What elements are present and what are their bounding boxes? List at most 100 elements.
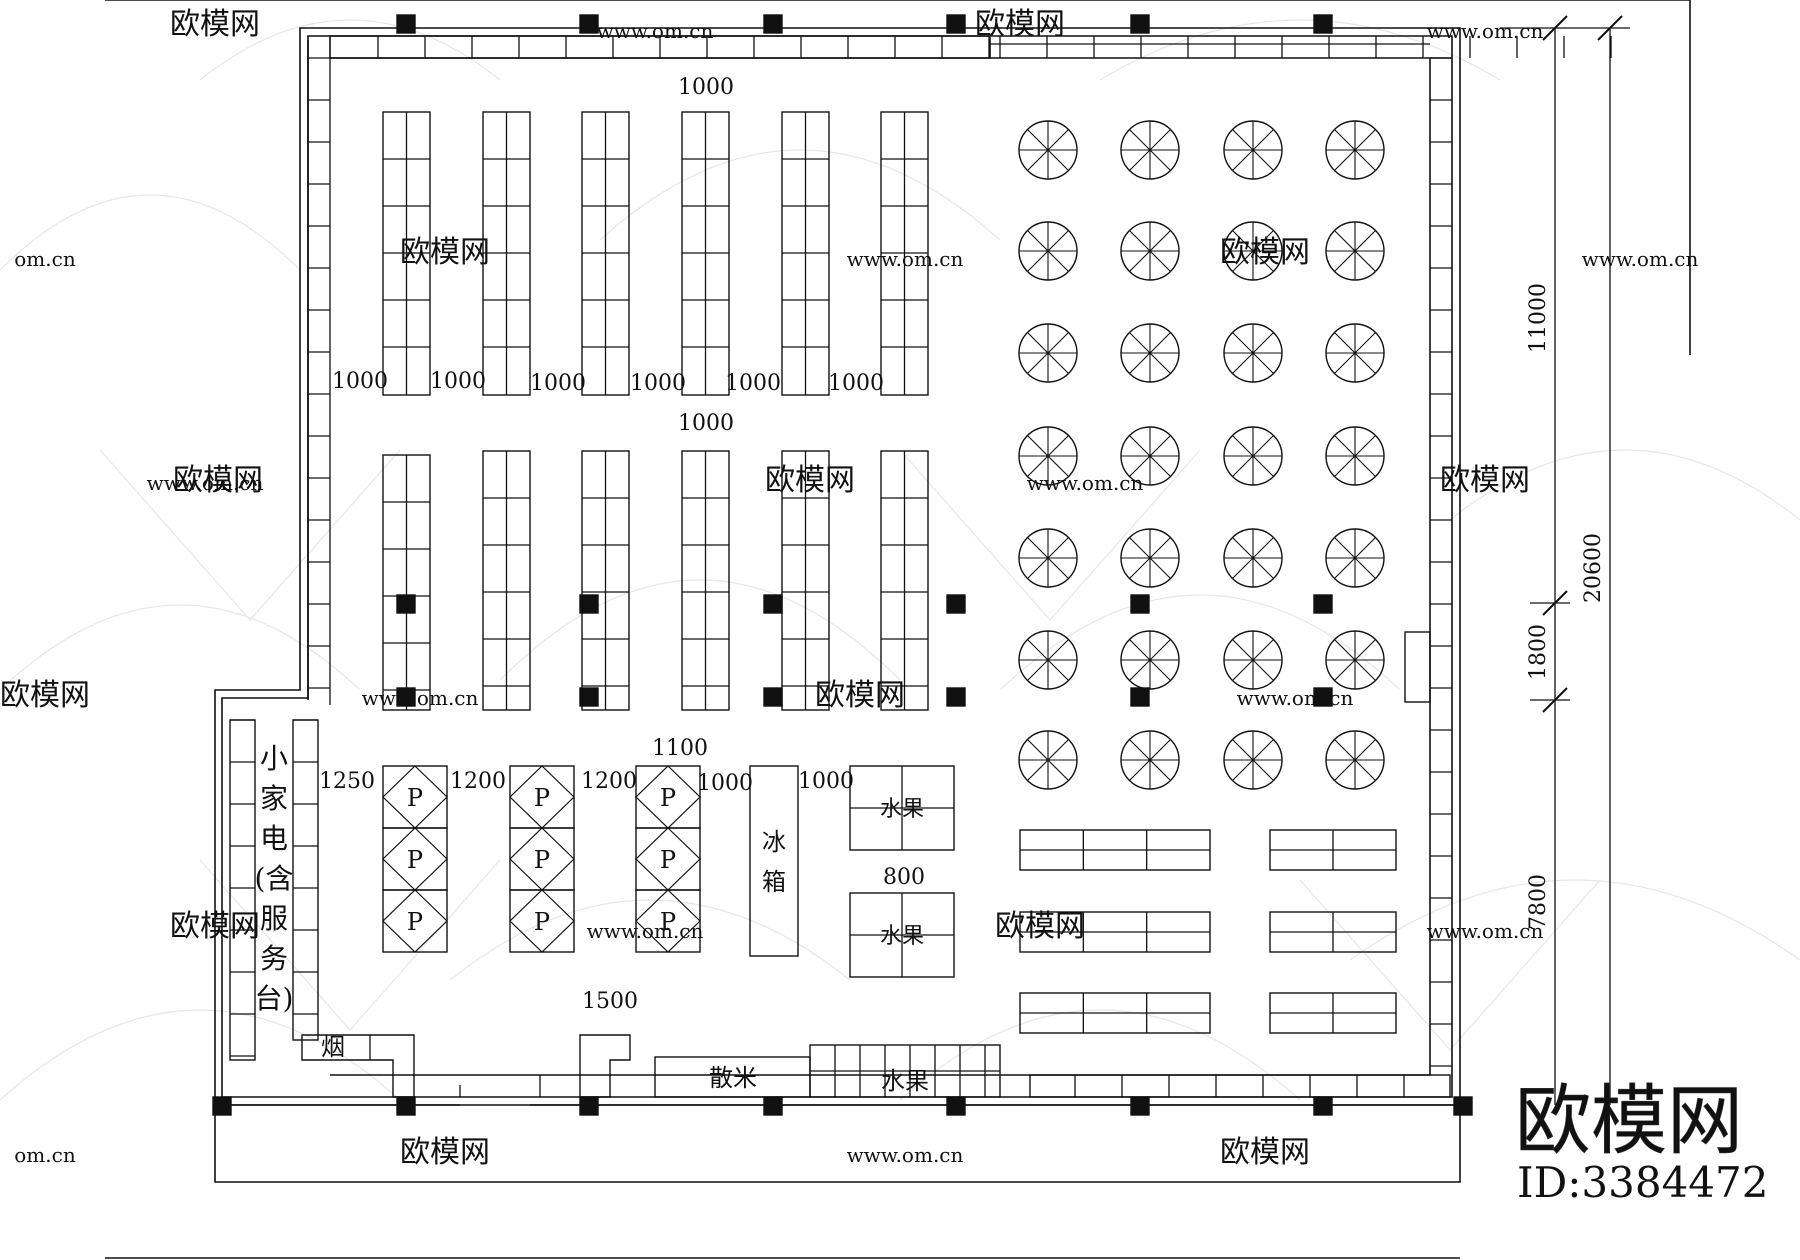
round-table-spoke [1334, 230, 1376, 272]
upper-shelf-row [382, 111, 929, 396]
pallet-label: P [660, 784, 676, 812]
dim-mid-row: 1000 [678, 411, 734, 436]
fridge-box [749, 765, 799, 957]
column [579, 594, 599, 614]
dim-aisle: 1000 [430, 369, 486, 394]
structural-columns [212, 14, 1473, 1116]
column [1453, 1096, 1473, 1116]
column [1130, 14, 1150, 34]
appliance-label-char: 台) [255, 982, 294, 1015]
round-display-tables [1018, 120, 1385, 790]
brand-watermark-text: 欧模网 [1220, 235, 1310, 270]
site-watermark-fragment: om.cn [14, 1143, 76, 1167]
column [1313, 687, 1333, 707]
column [1130, 687, 1150, 707]
pallet-label: P [407, 908, 423, 936]
round-table [1223, 120, 1283, 180]
column [946, 14, 966, 34]
round-table-spoke [1334, 332, 1376, 374]
column [946, 594, 966, 614]
appliance-label-char: 电 [260, 822, 288, 855]
round-table [1325, 630, 1385, 690]
round-table-spoke [1129, 129, 1171, 171]
column [946, 687, 966, 707]
dim-entry: 1500 [582, 989, 638, 1014]
pallet-label: P [534, 908, 550, 936]
fruit-label: 水果 [880, 924, 924, 949]
round-table-spoke [1334, 739, 1376, 781]
fruit-label: 水果 [880, 797, 924, 822]
dim-aisle: 1000 [725, 371, 781, 396]
column [396, 1096, 416, 1116]
round-table [1120, 426, 1180, 486]
dim-tick [1542, 15, 1568, 41]
brand-big-text: 欧模网 [1515, 1076, 1743, 1165]
round-table [1325, 426, 1385, 486]
column [1130, 1096, 1150, 1116]
brand-watermark-text: 欧模网 [170, 7, 260, 42]
left-wall-segments [308, 57, 331, 705]
entry-post [579, 1034, 631, 1098]
site-watermark-text: www.om.cn [1427, 919, 1544, 943]
round-table [1325, 221, 1385, 281]
pallet: P [509, 889, 575, 953]
round-table-spoke [1027, 129, 1069, 171]
dim-right-middle: 1800 [1526, 624, 1551, 680]
site-watermark-text: www.om.cn [147, 471, 264, 495]
site-watermark-text: www.om.cn [1237, 686, 1354, 710]
round-table [1223, 323, 1283, 383]
round-table-spoke [1334, 639, 1376, 681]
pallet-diamond [635, 889, 701, 953]
top-shelf-boxes [377, 36, 1612, 58]
brand-watermark-text: 欧模网 [170, 909, 260, 944]
round-table-spoke [1027, 435, 1069, 477]
brand-watermark-text: 欧模网 [975, 7, 1065, 42]
dim-lower-row: 1100 [652, 736, 708, 761]
round-table-spoke [1232, 435, 1274, 477]
brand-watermark-text: 欧模网 [1440, 463, 1530, 498]
round-table-spoke [1027, 230, 1069, 272]
dim-lower-aisle: 1250 [319, 769, 375, 794]
round-table [1120, 630, 1180, 690]
dim-aisle: 1000 [332, 369, 388, 394]
tobacco-counter: 烟 [301, 1033, 415, 1098]
site-watermark-text: www.om.cn [847, 1143, 964, 1167]
round-table [1223, 426, 1283, 486]
round-table-spoke [1334, 537, 1376, 579]
pallet: P [635, 827, 701, 891]
site-watermark-text: www.om.cn [1582, 247, 1699, 271]
column [763, 594, 783, 614]
fridge-label: 冰 [762, 828, 786, 856]
interior-wall-line [330, 57, 1431, 1076]
round-table-spoke [1232, 332, 1274, 374]
round-table-spoke [1334, 435, 1376, 477]
round-table [1018, 630, 1078, 690]
pallet-label: P [534, 784, 550, 812]
round-table-spoke [1334, 129, 1376, 171]
pallet-diamond [509, 889, 575, 953]
site-watermark-text: www.om.cn [587, 919, 704, 943]
counter-left [229, 719, 256, 1061]
tobacco-counter-outline [301, 1034, 415, 1098]
column [763, 687, 783, 707]
site-watermark-text: www.om.cn [847, 247, 964, 271]
round-table-spoke [1027, 639, 1069, 681]
pallet: P [382, 889, 448, 953]
column [763, 14, 783, 34]
dim-lower-aisle: 1000 [697, 771, 753, 796]
pallet-diamond [382, 889, 448, 953]
column [1313, 1096, 1333, 1116]
fruit-bin-label: 水果 [881, 1067, 929, 1095]
entry-area [459, 1034, 631, 1098]
round-table-spoke [1027, 739, 1069, 781]
tobacco-label: 烟 [321, 1033, 345, 1061]
right-wall-niche [1404, 631, 1431, 703]
round-table [1018, 221, 1078, 281]
appliance-label-char: 务 [260, 942, 288, 975]
pallet: P [635, 889, 701, 953]
round-table [1223, 730, 1283, 790]
dim-lower-aisle: 1200 [581, 769, 637, 794]
